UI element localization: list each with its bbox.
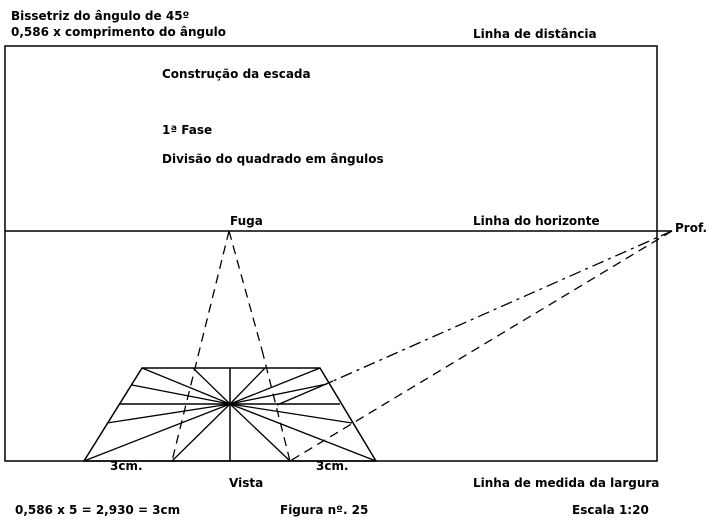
vanishing-point-label: Fuga [230,214,263,228]
title-line-2: 0,586 x comprimento do ângulo [11,25,227,39]
frame [4,45,658,462]
radial-lines [83,367,377,462]
phase-label: 1ª Fase [162,123,213,137]
distance-line-label: Linha de distância [473,27,597,41]
left-measure-label: 3cm. [110,459,143,473]
width-line-label: Linha de medida da largura [473,476,660,490]
depth-label: Prof. [675,221,708,235]
construction-label: Construção da escada [162,67,311,81]
scale-label: Escala 1:20 [572,503,649,517]
view-label: Vista [229,476,264,490]
title-line-1: Bissetriz do ângulo de 45º [11,9,190,23]
division-label: Divisão do quadrado em ângulos [162,152,384,166]
construction-lines [171,230,673,462]
right-measure-label: 3cm. [316,459,349,473]
formula-label: 0,586 x 5 = 2,930 = 3cm [15,503,181,517]
figure-label: Figura nº. 25 [280,503,369,517]
horizon-line-label: Linha do horizonte [473,214,600,228]
